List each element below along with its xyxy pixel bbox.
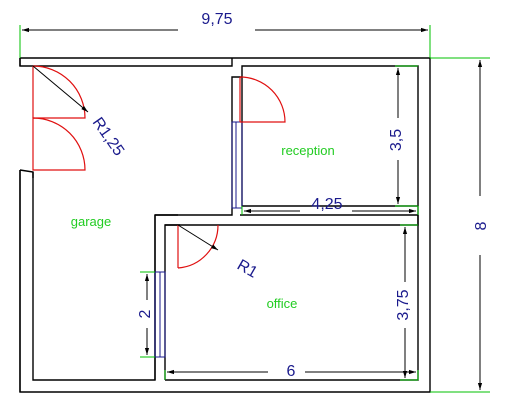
- office-door-radius-leader: [177, 224, 219, 251]
- office-width-label: 6: [287, 363, 296, 380]
- room-label-reception: reception: [281, 143, 334, 158]
- garage-door-upper-leaf: [32, 65, 86, 119]
- office-window: [154, 271, 166, 358]
- windows: [154, 121, 243, 358]
- garage-door-radius-label: R1,25: [89, 115, 127, 160]
- total-height-label: 8: [473, 221, 490, 230]
- garage-door-lower-leaf: [32, 117, 86, 171]
- reception-width-label: 4,25: [311, 196, 342, 213]
- total-width-label: 9,75: [201, 11, 232, 28]
- doors: [32, 65, 286, 269]
- garage-door-radius-leader: [32, 65, 89, 113]
- extension-lines: [19, 25, 490, 393]
- garage-top-inner: [19, 58, 233, 67]
- office-partition: [154, 214, 180, 380]
- office-window-label: 2: [137, 309, 154, 318]
- outer-wall-inner-line: [32, 65, 419, 381]
- office-door: [177, 224, 219, 269]
- reception-window: [231, 121, 243, 209]
- room-label-office: office: [267, 296, 298, 311]
- reception-room-wall: [164, 77, 419, 380]
- garage-opening-jamb: [19, 58, 34, 392]
- reception-height-label: 3,5: [388, 129, 405, 151]
- office-door-radius-label: R1: [234, 257, 260, 282]
- office-height-label: 3,75: [395, 289, 412, 320]
- reception-door: [239, 76, 286, 123]
- room-label-garage: garage: [71, 214, 111, 229]
- dimension-lines: [22, 27, 483, 390]
